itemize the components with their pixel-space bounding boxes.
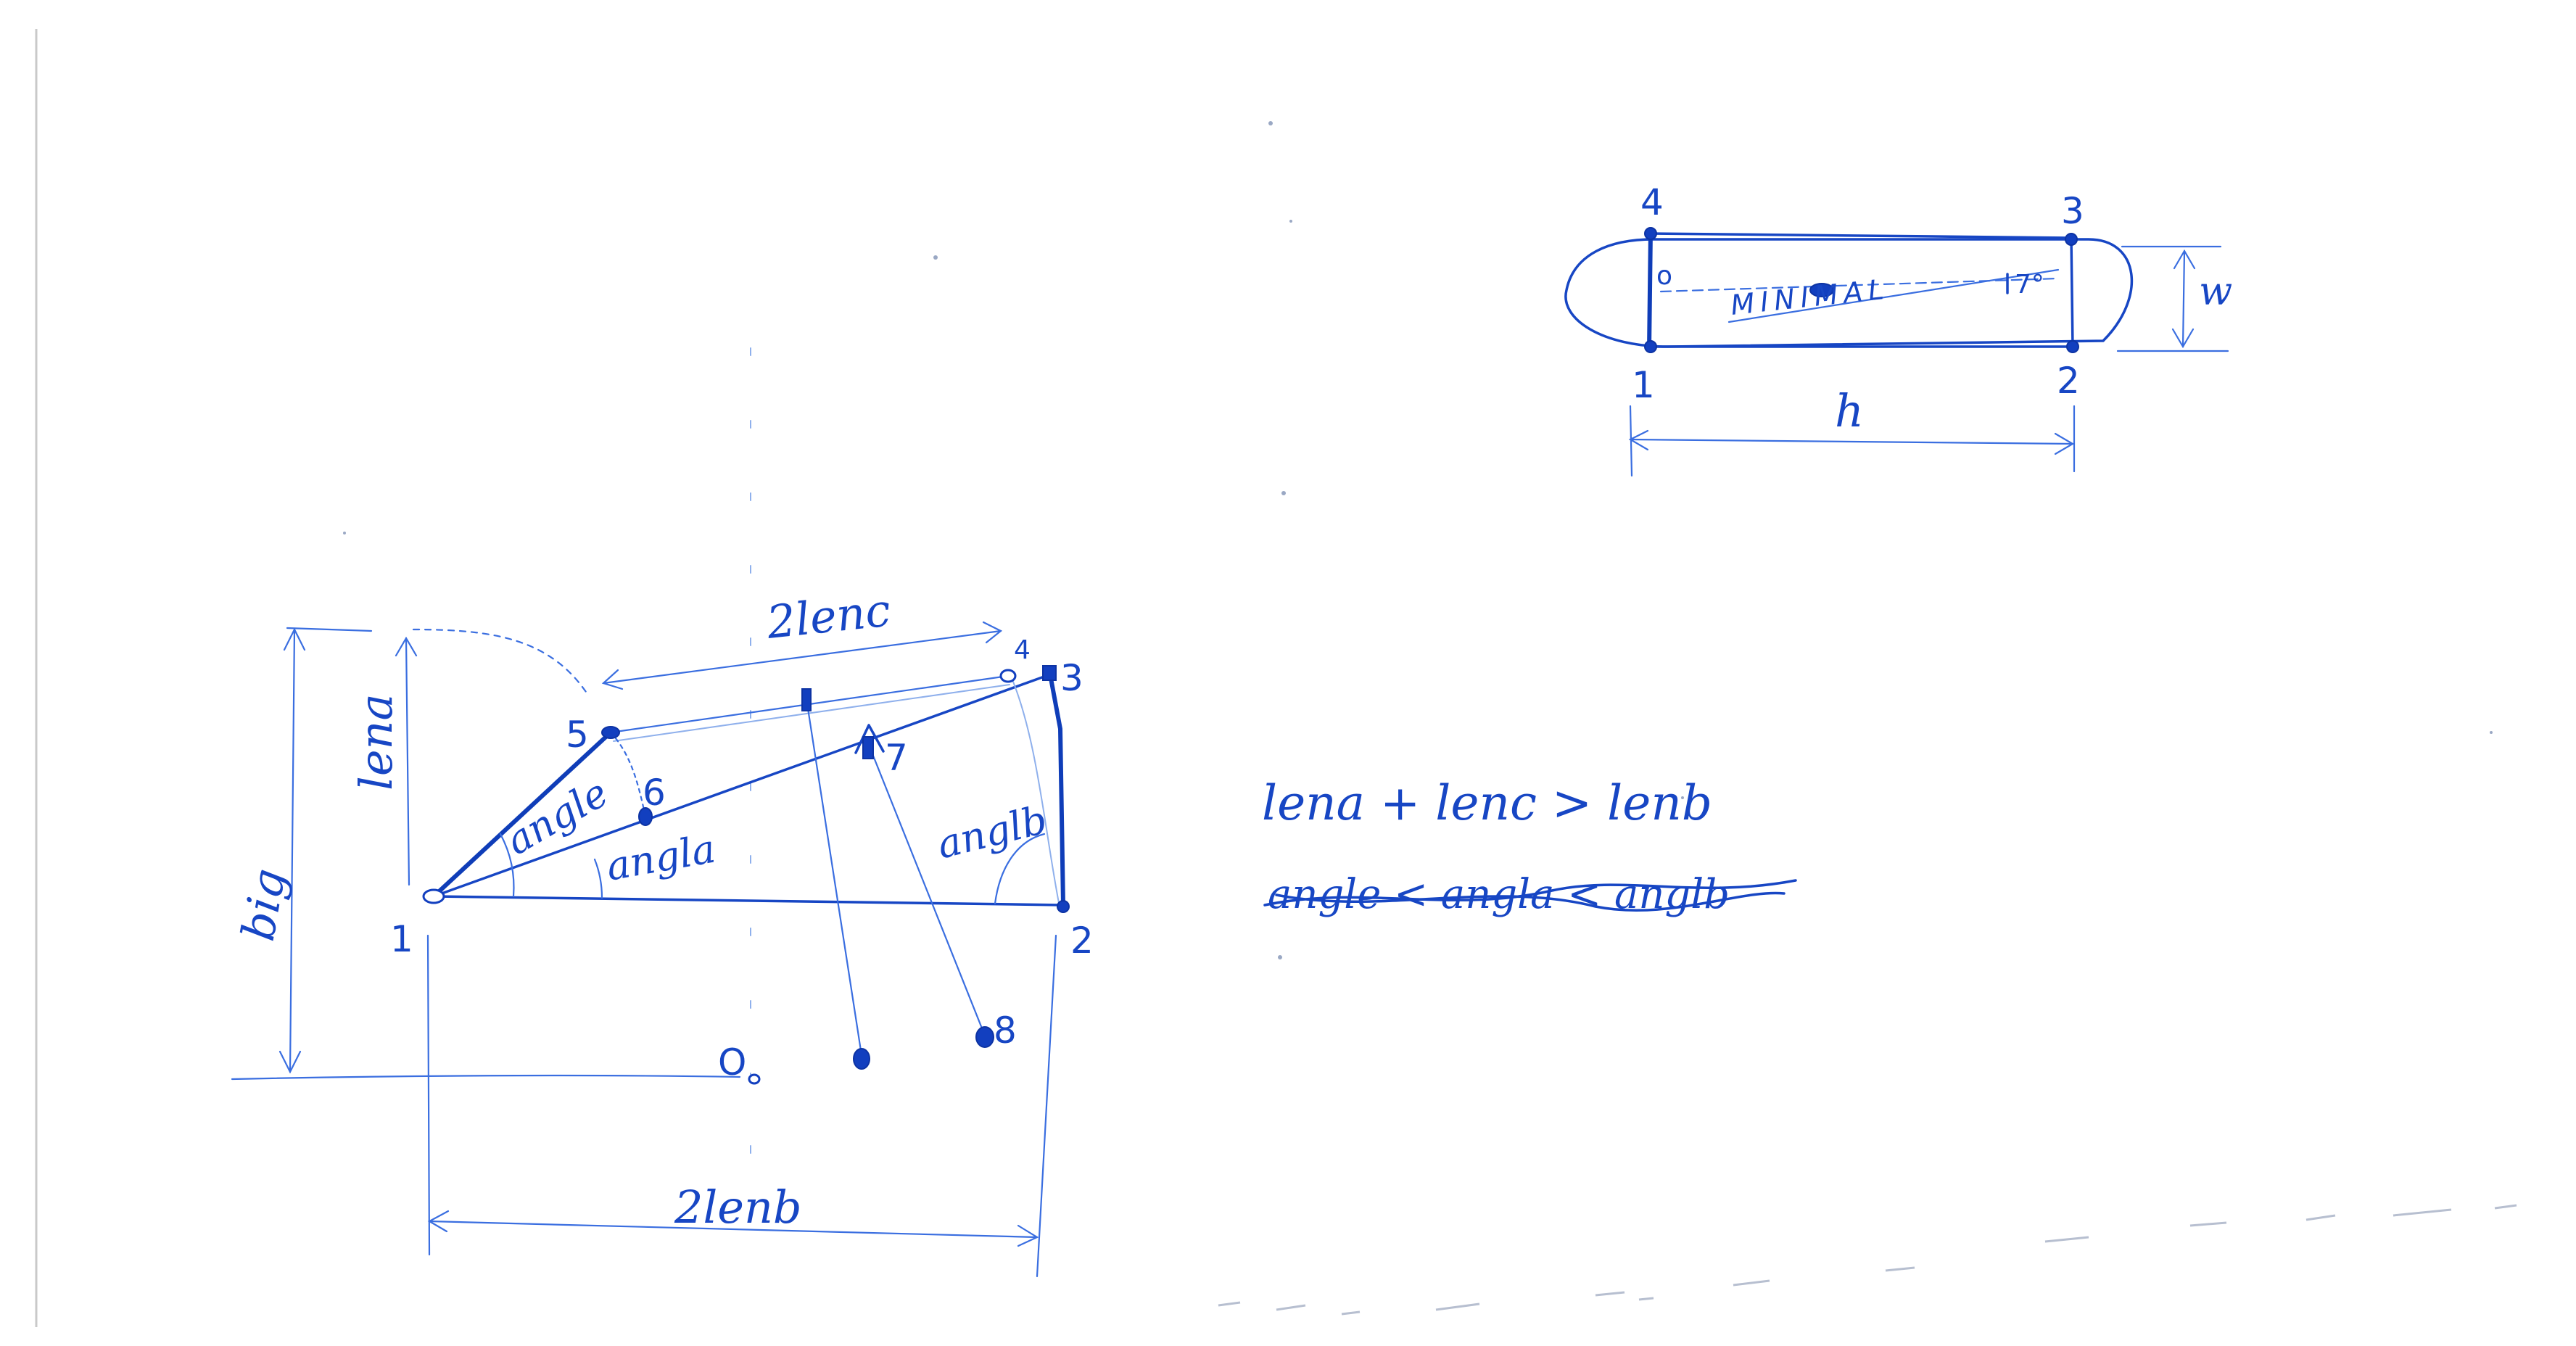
joint-6 [638,807,653,826]
platform-sketch: 1 2 3 4 o MINIMAL 7° w h [1564,181,2232,477]
joint-5 [601,726,620,739]
link-5-4-shadow [613,684,1010,742]
dim-lena-label: lena [350,694,402,790]
link-4-2-faint [1011,677,1060,904]
link-1-5 [432,730,613,899]
joint-label-3: 3 [1060,657,1083,699]
angle-arc-3 [994,833,1046,905]
link-1-2 [432,895,1065,907]
joint-label-6: 6 [643,772,666,814]
dim-big-arrow-bottom [278,1050,302,1074]
platform-corner-label-3: 3 [2061,190,2084,232]
linkage-sketch: 1 2 3 4 5 6 7 8 O 2lenc lena big 2lenb [231,347,1094,1278]
struck-note: angle < angla < anglb [1268,871,1730,918]
dim-w-arrow-top [2173,249,2196,270]
platform-left-marker: o [1656,261,1672,291]
platform-corner-label-1: 1 [1632,364,1655,406]
dim-2lenb-arrow-left [427,1210,450,1233]
dim-big-top-tick [286,627,373,632]
joint-label-7: 7 [885,737,908,779]
top-link-midpoint [801,688,812,711]
link-5-6 [609,731,647,818]
platform-corner-2 [2066,340,2079,353]
dim-big-line [289,628,296,1073]
link-1-3 [432,673,1052,898]
joint-label-2: 2 [1070,920,1094,962]
arrow-head-7 [854,724,885,754]
dim-h-ext-left [1629,405,1633,477]
platform-center-dot [1809,283,1834,297]
dim-2lenc-arrow-left [601,669,624,690]
dim-2lenb-ext-right [1036,934,1057,1278]
dim-2lenc-label: 2lenc [764,583,893,649]
dim-lena-arc [412,628,590,698]
dim-2lenc-arrow-right [982,621,1003,644]
joint-label-8: 8 [994,1010,1017,1052]
platform-center-line [1659,277,2060,293]
platform-center-text: MINIMAL [1729,273,1891,321]
dim-2lenb-arrow-right [1017,1224,1039,1247]
joint-label-5: 5 [566,714,589,756]
condition-note: lena + lenc > lenb [1262,775,1712,831]
joint-label-1: 1 [390,918,413,960]
dim-w-arrow-bottom [2171,328,2195,349]
joint-8 [975,1026,994,1048]
dim-h-line [1629,438,2074,445]
joint-3 [1042,665,1057,681]
dim-lena-line [405,637,410,886]
dim-2lenb-label: 2lenb [674,1181,802,1234]
dim-2lenb-line [428,1220,1039,1239]
platform-diagonal [1727,268,2060,323]
notes: lena + lenc > lenb angle < angla < anglb [1262,775,1797,918]
angle-arc-1 [499,833,515,898]
platform-outline [1564,238,2134,348]
joint-1 [422,888,445,904]
origin-label: O [718,1041,746,1083]
platform-angle-text: 7° [2015,270,2044,300]
joint-4 [999,669,1017,683]
dim-h-arrow-left [1628,429,1649,451]
platform-corner-4 [1644,227,1657,240]
dim-w-label: w [2199,268,2232,314]
platform-corner-label-4: 4 [1640,181,1664,223]
platform-corner-1 [1644,340,1657,353]
angle-label-2: angla [603,826,719,890]
rod-7-to-8 [869,747,986,1037]
dim-w-line [2181,249,2186,348]
angle-arc-2 [593,858,603,899]
link-3-2 [1048,672,1065,907]
rod-to-0-point [805,698,863,1057]
strike-through-scribble [1263,879,1797,912]
dim-big-label: big [231,864,296,944]
dim-big-arrow-top [283,627,306,651]
joint-2 [1057,900,1070,913]
platform-corner-label-2: 2 [2057,360,2080,402]
joint-label-4: 4 [1014,635,1031,665]
dim-h-arrow-right [2054,432,2075,455]
ground-line [231,1074,741,1081]
dim-h-label: h [1835,384,1864,437]
angle-label-3: anglb [933,796,1052,867]
dim-lena-arrow-top [395,636,418,657]
platform-corner-3 [2065,233,2078,246]
scan-specks [343,121,2517,1316]
dim-2lenb-ext-left [426,934,431,1256]
ground-point [853,1048,870,1070]
joint-7 [862,736,874,759]
platform-left-edge [1647,228,1653,352]
origin-point [748,1073,761,1085]
dim-2lenc-line [602,629,1002,685]
